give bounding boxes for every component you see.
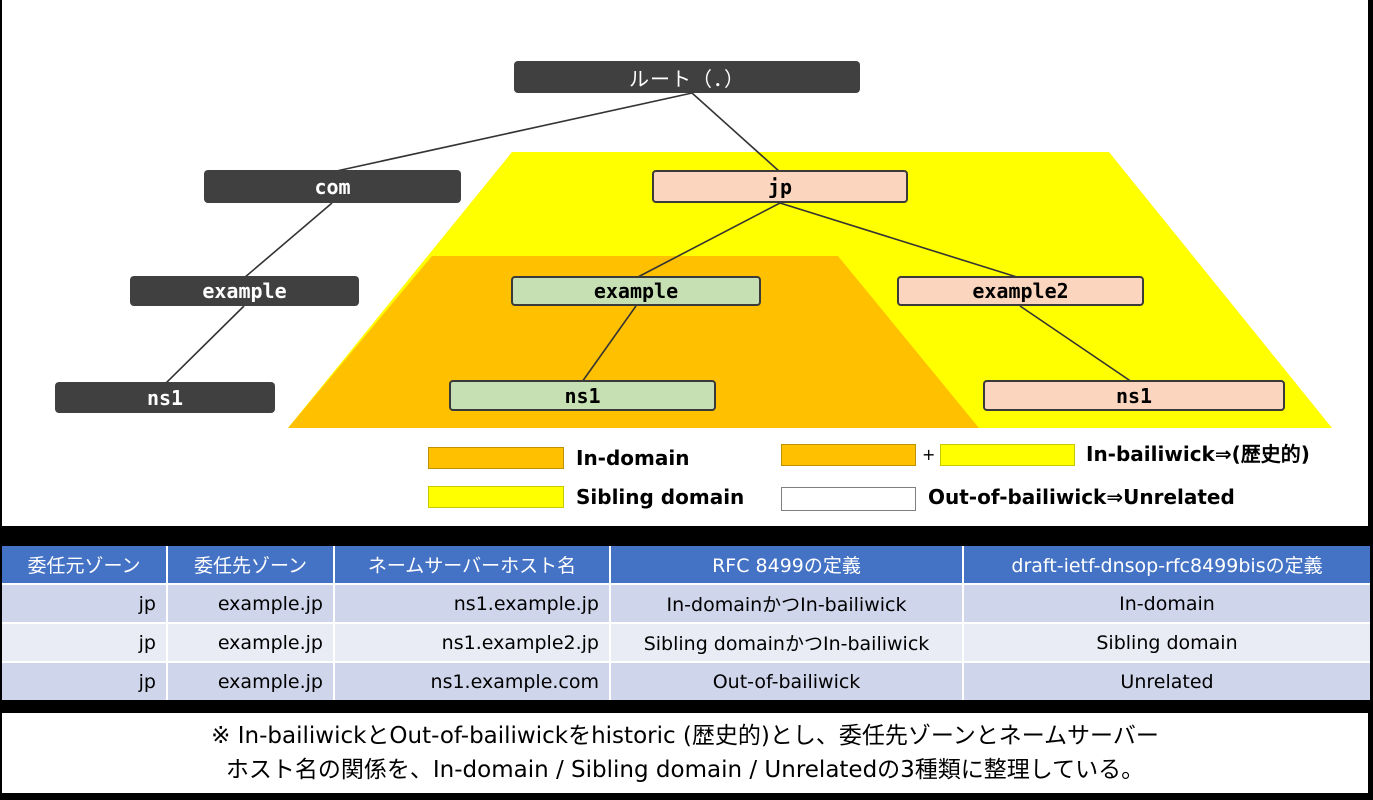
edge-com-example xyxy=(243,202,333,279)
cell-nameserver-host: ns1.example.jp xyxy=(335,583,611,622)
edge-example-ns1 xyxy=(164,305,245,385)
header-nameserver-host: ネームサーバーホスト名 xyxy=(335,546,611,583)
table-row: jp example.jp ns1.example.jp In-domainかつ… xyxy=(2,583,1370,622)
cell-nameserver-host: ns1.example2.jp xyxy=(335,622,611,661)
legend-in-domain-swatch xyxy=(428,447,564,469)
cell-child-zone: example.jp xyxy=(168,622,335,661)
cell-parent-zone: jp xyxy=(2,583,168,622)
legend-sibling-label: Sibling domain xyxy=(576,485,745,509)
jp-node: jp xyxy=(652,170,908,203)
cell-rfc8499: Out-of-bailiwick xyxy=(611,661,964,700)
footnote-line-1: ※ In-bailiwickとOut-of-bailiwickをhistoric… xyxy=(211,723,1159,749)
cell-nameserver-host: ns1.example.com xyxy=(335,661,611,700)
legend-out-of-bailiwick-label: Out-of-bailiwick⇒Unrelated xyxy=(928,485,1235,509)
footnote-line-2: ホスト名の関係を、In-domain / Sibling domain / Un… xyxy=(225,757,1145,783)
header-parent-zone: 委任元ゾーン xyxy=(2,546,168,583)
tree-edges xyxy=(164,92,1133,385)
edge-jp-example2 xyxy=(779,202,1021,279)
legend-in-bailiwick-label: In-bailiwick⇒(歴史的) xyxy=(1086,442,1310,466)
cell-child-zone: example.jp xyxy=(168,583,335,622)
cell-rfc8499: Sibling domainかつIn-bailiwick xyxy=(611,622,964,661)
cell-parent-zone: jp xyxy=(2,622,168,661)
legend-bailiwick-yellow-swatch xyxy=(940,444,1075,466)
edge-jp-example-ns1 xyxy=(581,305,637,383)
header-rfc8499bis: draft-ietf-dnsop-rfc8499bisの定義 xyxy=(964,546,1370,583)
legend-bailiwick-orange-swatch xyxy=(781,444,916,466)
legend-sibling-swatch xyxy=(428,486,564,508)
root-node: ルート（．） xyxy=(514,61,860,93)
legend-in-domain-label: In-domain xyxy=(576,446,690,470)
footnote: ※ In-bailiwickとOut-of-bailiwickをhistoric… xyxy=(2,713,1368,793)
com-node: com xyxy=(204,170,461,203)
table-row: jp example.jp ns1.example2.jp Sibling do… xyxy=(2,622,1370,661)
header-rfc8499: RFC 8499の定義 xyxy=(611,546,964,583)
jp-example2-ns1-node: ns1 xyxy=(983,380,1285,411)
edge-example2-ns1 xyxy=(1019,305,1133,383)
edge-root-jp xyxy=(691,92,781,173)
jp-example-ns1-node: ns1 xyxy=(449,380,716,411)
cell-rfc8499bis: Unrelated xyxy=(964,661,1370,700)
cell-parent-zone: jp xyxy=(2,661,168,700)
cell-rfc8499bis: Sibling domain xyxy=(964,622,1370,661)
legend-out-of-bailiwick-swatch xyxy=(781,487,916,511)
diagram-shapes xyxy=(164,92,1332,428)
com-ns1-node: ns1 xyxy=(55,382,275,413)
definition-table: 委任元ゾーン 委任先ゾーン ネームサーバーホスト名 RFC 8499の定義 dr… xyxy=(2,546,1370,700)
edge-root-com xyxy=(331,92,693,173)
cell-child-zone: example.jp xyxy=(168,661,335,700)
edge-jp-example xyxy=(635,202,781,279)
cell-rfc8499bis: In-domain xyxy=(964,583,1370,622)
cell-rfc8499: In-domainかつIn-bailiwick xyxy=(611,583,964,622)
legend-plus: + xyxy=(922,445,936,464)
jp-example-node: example xyxy=(511,276,761,306)
table-header-row: 委任元ゾーン 委任先ゾーン ネームサーバーホスト名 RFC 8499の定義 dr… xyxy=(2,546,1370,583)
table-row: jp example.jp ns1.example.com Out-of-bai… xyxy=(2,661,1370,700)
com-example-node: example xyxy=(130,276,359,306)
domain-tree-diagram: ルート（．） com example ns1 jp example ns1 ex… xyxy=(2,0,1368,526)
header-child-zone: 委任先ゾーン xyxy=(168,546,335,583)
jp-example2-node: example2 xyxy=(897,276,1144,306)
